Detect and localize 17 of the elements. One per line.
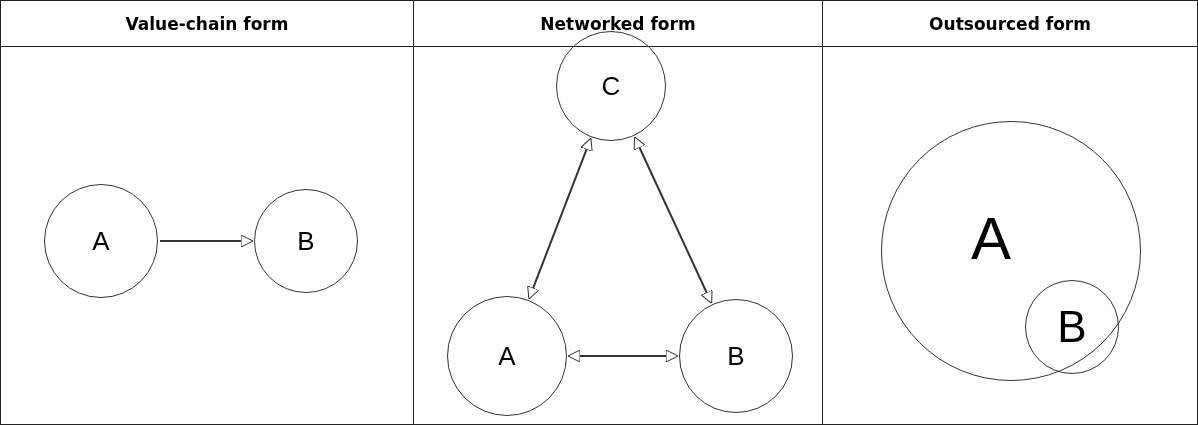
arrow [567,349,679,363]
arrow [159,234,254,248]
node-letter: A [498,343,516,369]
table-column [0,0,414,425]
node-letter: C [601,73,621,99]
column-heading: Value-chain form [125,13,289,34]
arrow [633,136,713,304]
node-letter: B [297,228,315,254]
column-heading: Networked form [540,13,696,34]
node-letter: A [92,228,110,254]
table-column [413,0,823,425]
column-heading: Outsourced form [929,13,1091,34]
node-letter: A [971,209,1011,269]
arrow [527,137,593,300]
node-letter: B [727,343,745,369]
node-letter: B [1057,305,1087,349]
table-column [822,0,1198,425]
